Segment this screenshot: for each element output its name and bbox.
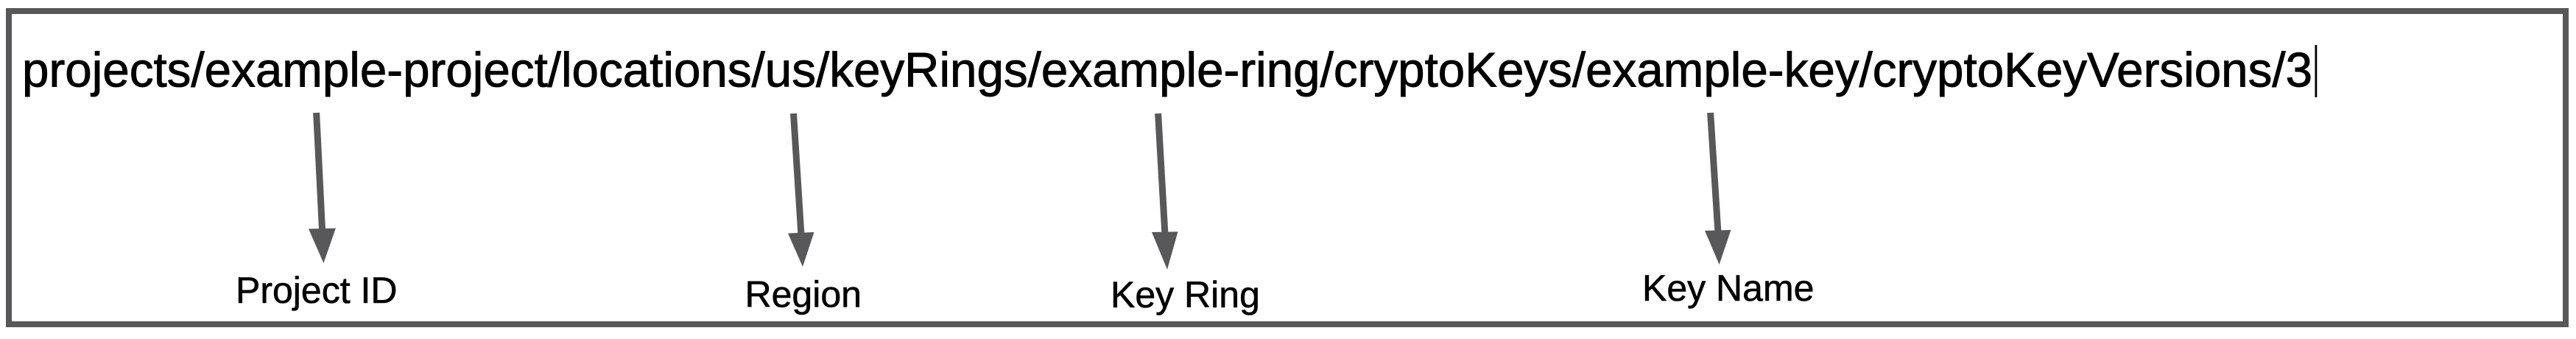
svg-text:projects/example-project/locat: projects/example-project/locations/us/ke…	[22, 43, 2312, 97]
svg-text:Key Ring: Key Ring	[1111, 274, 1260, 315]
svg-text:Region: Region	[745, 274, 862, 315]
svg-text:Project ID: Project ID	[236, 270, 398, 311]
svg-text:Key Name: Key Name	[1642, 268, 1814, 309]
